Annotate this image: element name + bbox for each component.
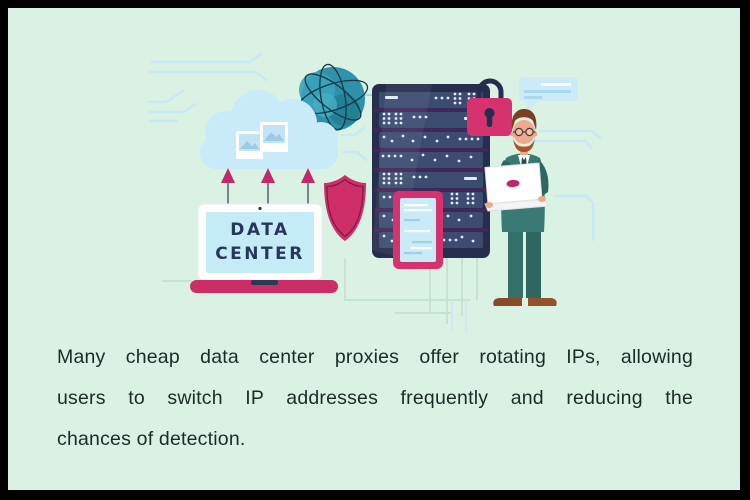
lock-icon xyxy=(467,78,512,136)
hair xyxy=(511,109,537,130)
server-leds xyxy=(381,92,480,243)
shoe xyxy=(528,298,557,306)
circuit-trace-top-left xyxy=(148,52,368,162)
laptop-label-line1: DATA xyxy=(230,220,290,240)
circuit-trace-bottom-blue xyxy=(451,300,467,332)
glasses xyxy=(513,127,536,137)
businessman-with-laptop xyxy=(484,109,557,306)
shoe xyxy=(493,298,522,306)
laptop-data-center xyxy=(190,203,338,293)
body-text-line: chances of detection. xyxy=(57,428,246,450)
photo-icon xyxy=(236,131,263,159)
beard xyxy=(513,133,535,152)
shield-icon xyxy=(324,175,366,241)
body-text-line: Many cheap data center proxies offer rot… xyxy=(57,346,693,368)
globe-network-icon xyxy=(297,63,375,131)
photo-icon xyxy=(260,122,288,152)
laptop-label-line2: CENTER xyxy=(215,244,305,264)
body-text-line: users to switch IP addresses frequently … xyxy=(57,387,693,409)
smartphone-icon xyxy=(393,191,443,269)
laptop-logo xyxy=(506,179,520,188)
body-text: Many cheap data center proxies offer rot… xyxy=(57,337,693,460)
chat-bubble-icon xyxy=(519,77,578,112)
upload-arrow-icon xyxy=(221,168,315,205)
camera-dot xyxy=(258,206,262,211)
laptop-screen-label: DATA CENTER xyxy=(206,218,314,266)
